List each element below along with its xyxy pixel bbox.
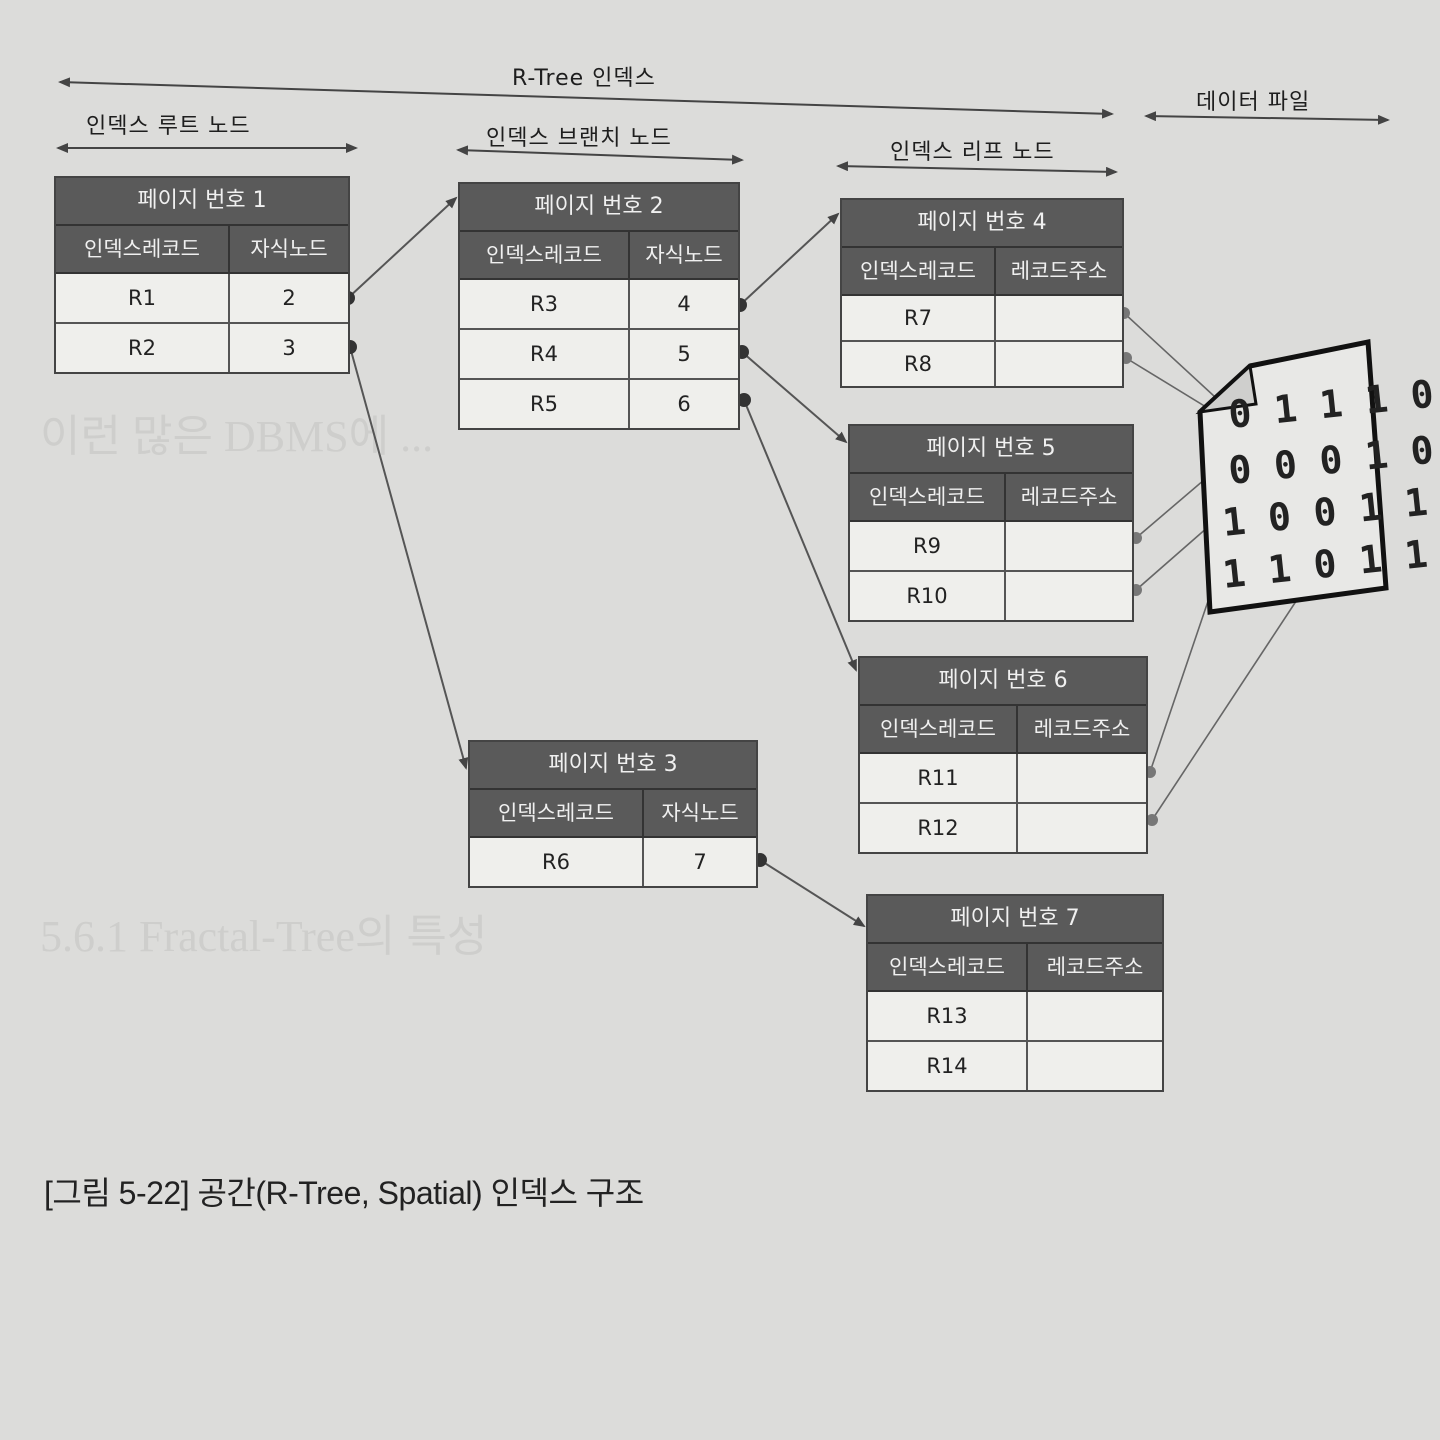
table-row: R2 3: [56, 324, 348, 372]
table-row: R6 7: [470, 838, 756, 886]
column-headers: 인덱스레코드 자식노드: [56, 226, 348, 274]
record-key: R3: [460, 280, 630, 328]
index-page-7: 페이지 번호 7 인덱스레코드 레코드주소 R13 R14: [866, 894, 1164, 1092]
record-key: R6: [470, 838, 644, 886]
column-headers: 인덱스레코드 레코드주소: [860, 706, 1146, 754]
table-row: R10: [850, 572, 1132, 620]
column-header: 인덱스레코드: [842, 248, 996, 294]
record-key: R4: [460, 330, 630, 378]
record-value: 4: [677, 292, 691, 316]
column-header: 자식노드: [661, 801, 739, 825]
column-header: 인덱스레코드: [470, 790, 644, 836]
pointer-r3-to-page4: [739, 212, 840, 306]
column-header: 인덱스레코드: [860, 706, 1018, 752]
record-key: R14: [868, 1042, 1028, 1090]
index-page-5: 페이지 번호 5 인덱스레코드 레코드주소 R9 R10: [848, 424, 1134, 622]
column-headers: 인덱스레코드 레코드주소: [868, 944, 1162, 992]
table-row: R9: [850, 522, 1132, 572]
record-key: R12: [860, 804, 1018, 852]
record-value: 3: [282, 336, 296, 360]
column-header: 레코드주소: [1010, 259, 1108, 283]
record-address: [1028, 1042, 1162, 1090]
data-file-span-arrow: [1144, 111, 1390, 125]
record-key: R9: [850, 522, 1006, 570]
root-node-label: 인덱스 루트 노드: [86, 114, 251, 139]
pointer-r1-to-page2: [347, 196, 458, 299]
record-value: 6: [677, 392, 691, 416]
table-row: R5 6: [460, 380, 738, 428]
record-key: R13: [868, 992, 1028, 1040]
column-headers: 인덱스레코드 자식노드: [460, 232, 738, 280]
pointer-r4-to-page5: [741, 351, 848, 444]
branch-node-label: 인덱스 브랜치 노드: [486, 126, 672, 151]
table-row: R8: [842, 342, 1122, 386]
column-header: 인덱스레코드: [56, 226, 230, 272]
branch-node-span-arrow: [456, 145, 744, 165]
record-address: [1006, 572, 1132, 620]
record-key: R1: [56, 274, 230, 322]
column-header: 자식노드: [645, 243, 723, 267]
column-header: 인덱스레코드: [850, 474, 1006, 520]
record-key: R10: [850, 572, 1006, 620]
leaf-node-span-arrow: [836, 161, 1118, 177]
page-title: 페이지 번호 4: [842, 200, 1122, 248]
record-value: 5: [677, 342, 691, 366]
index-page-4: 페이지 번호 4 인덱스레코드 레코드주소 R7 R8: [840, 198, 1124, 388]
column-headers: 인덱스레코드 레코드주소: [850, 474, 1132, 522]
data-file-label: 데이터 파일: [1196, 90, 1311, 115]
page-title: 페이지 번호 6: [860, 658, 1146, 706]
rtree-index-span-arrow: [58, 77, 1114, 119]
page-title: 페이지 번호 5: [850, 426, 1132, 474]
column-header: 인덱스레코드: [460, 232, 630, 278]
page-title: 페이지 번호 2: [460, 184, 738, 232]
record-address: [1028, 992, 1162, 1040]
record-key: R5: [460, 380, 630, 428]
column-header: 레코드주소: [1033, 717, 1131, 741]
table-row: R12: [860, 804, 1146, 852]
record-address: [1006, 522, 1132, 570]
pointer-r5-to-page6: [743, 399, 857, 672]
record-key: R8: [842, 342, 996, 386]
record-key: R11: [860, 754, 1018, 802]
column-header: 인덱스레코드: [868, 944, 1028, 990]
bleed-through-text: 이런 많은 DBMS에 ...: [40, 412, 434, 461]
page-title: 페이지 번호 7: [868, 896, 1162, 944]
pointer-r2-to-page3: [349, 346, 469, 770]
column-header: 레코드주소: [1020, 485, 1118, 509]
record-address: [996, 342, 1122, 386]
index-page-3: 페이지 번호 3 인덱스레코드 자식노드 R6 7: [468, 740, 758, 888]
column-headers: 인덱스레코드 자식노드: [470, 790, 756, 838]
table-row: R4 5: [460, 330, 738, 380]
figure-caption: [그림 5-22] 공간(R-Tree, Spatial) 인덱스 구조: [44, 1175, 644, 1211]
column-headers: 인덱스레코드 레코드주소: [842, 248, 1122, 296]
record-address: [1018, 804, 1146, 852]
index-page-2: 페이지 번호 2 인덱스레코드 자식노드 R3 4 R4 5 R5 6: [458, 182, 740, 430]
record-key: R7: [842, 296, 996, 340]
table-row: R7: [842, 296, 1122, 342]
page-title: 페이지 번호 3: [470, 742, 756, 790]
column-header: 레코드주소: [1046, 955, 1144, 979]
table-row: R1 2: [56, 274, 348, 324]
page-title: 페이지 번호 1: [56, 178, 348, 226]
table-row: R3 4: [460, 280, 738, 330]
record-value: 7: [693, 850, 707, 874]
data-file-document: 0 1 1 1 0 1 0 0 0 1 0 0 1 1 0 0 1 1 1 1 …: [1195, 338, 1440, 615]
record-value: 2: [282, 286, 296, 310]
index-page-6: 페이지 번호 6 인덱스레코드 레코드주소 R11 R12: [858, 656, 1148, 854]
column-header: 자식노드: [250, 237, 328, 261]
table-row: R11: [860, 754, 1146, 804]
table-row: R14: [868, 1042, 1162, 1090]
record-address: [996, 296, 1122, 340]
pointer-r6-to-page7: [759, 859, 866, 928]
record-key: R2: [56, 324, 230, 372]
bleed-through-text: 5.6.1 Fractal-Tree의 특성: [40, 912, 488, 961]
pointer-r12-to-data: [1151, 578, 1312, 821]
record-address: [1018, 754, 1146, 802]
table-row: R13: [868, 992, 1162, 1042]
rtree-index-label: R-Tree 인덱스: [512, 66, 656, 91]
index-page-1: 페이지 번호 1 인덱스레코드 자식노드 R1 2 R2 3: [54, 176, 350, 374]
leaf-node-label: 인덱스 리프 노드: [890, 140, 1055, 165]
